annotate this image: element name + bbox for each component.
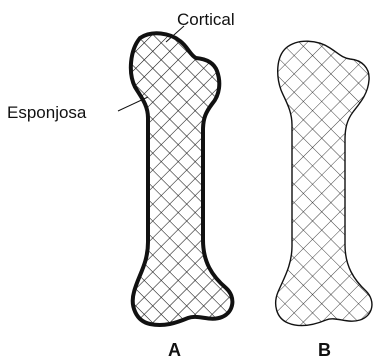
bone-a-shape: [131, 33, 233, 325]
cortical-label: Cortical: [177, 10, 235, 29]
panel-b-label: B: [318, 340, 331, 360]
esponjosa-label: Esponjosa: [7, 103, 87, 122]
bone-b: [276, 41, 372, 325]
bone-b-shape: [276, 41, 372, 325]
bone-a: [131, 33, 233, 325]
panel-a-label: A: [168, 340, 181, 360]
